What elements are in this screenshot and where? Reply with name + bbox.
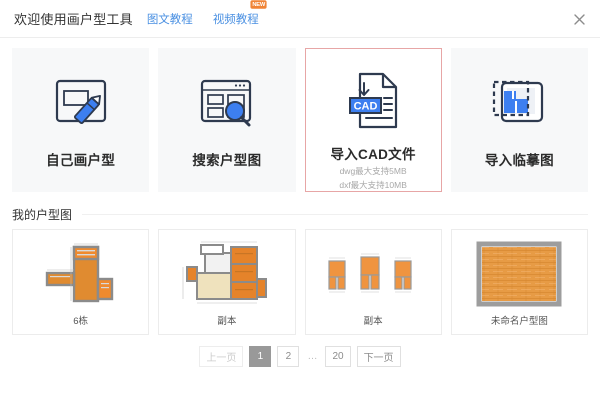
link-video-tutorial-label: 视频教程 (212, 13, 259, 26)
thumbnail-item-1[interactable]: 6栋 (12, 229, 150, 335)
card-import-cad-sub1: dwg最大支持5MB (339, 166, 407, 176)
card-import-cad[interactable]: CAD 导入CAD文件 dwg最大支持5MB dxf最大支持10MB (304, 48, 442, 192)
thumbnail-item-2-label: 副本 (217, 316, 237, 327)
page-title: 欢迎使用画户型工具 (14, 12, 133, 27)
pagination: 上一页 1 2 … 20 下一页 (0, 346, 600, 367)
floorplan-rooms-preview (168, 237, 286, 311)
link-graphic-tutorial[interactable]: 图文教程 (147, 11, 193, 27)
svg-text:CAD: CAD (354, 101, 378, 113)
thumbnail-item-3-label: 副本 (363, 316, 383, 327)
pagination-page-1[interactable]: 1 (249, 346, 272, 367)
dialog-header: 欢迎使用画户型工具 图文教程 视频教程 NEW (0, 0, 600, 38)
my-floorplans-section-header: 我的户型图 (0, 205, 600, 223)
thumbnail-item-1-label: 6栋 (73, 316, 89, 327)
pagination-prev-button[interactable]: 上一页 (199, 346, 244, 367)
section-divider (82, 213, 588, 215)
thumbnail-item-4[interactable]: 未命名户型图 (450, 229, 588, 335)
option-cards: 自己画户型 搜索户型图 (0, 38, 600, 192)
floorplan-thumbnail-list: 6栋 (0, 223, 600, 335)
card-draw-floorplan[interactable]: 自己画户型 (12, 48, 150, 192)
close-button[interactable] (571, 11, 587, 27)
header-links: 图文教程 视频教程 NEW (147, 0, 268, 27)
pagination-page-2[interactable]: 2 (277, 346, 300, 367)
floorplan-three-units-preview (314, 237, 432, 311)
card-draw-floorplan-label: 自己画户型 (46, 153, 116, 168)
link-video-tutorial[interactable]: 视频教程 NEW (212, 0, 268, 27)
pagination-next-button[interactable]: 下一页 (356, 346, 401, 367)
thumbnail-item-3[interactable]: 副本 (304, 229, 442, 335)
thumbnail-item-2[interactable]: 副本 (158, 229, 296, 335)
card-import-tracing-label: 导入临摹图 (484, 153, 554, 168)
new-badge: NEW (250, 0, 268, 9)
card-search-floorplan[interactable]: 搜索户型图 (158, 48, 296, 192)
card-import-cad-sub2: dxf最大支持10MB (339, 180, 407, 190)
card-search-floorplan-label: 搜索户型图 (192, 153, 262, 168)
import-tracing-image-icon (482, 65, 556, 143)
section-title: 我的户型图 (12, 207, 73, 222)
draw-floorplan-icon (44, 65, 118, 143)
search-floorplan-icon (190, 65, 264, 143)
wood-texture-square-preview (460, 237, 578, 311)
close-icon (573, 13, 585, 25)
floorplan-t-shape-preview (22, 237, 140, 311)
pagination-ellipsis: … (307, 351, 318, 362)
card-import-cad-label: 导入CAD文件 (330, 147, 416, 162)
pagination-page-last[interactable]: 20 (325, 346, 351, 367)
cad-file-icon: CAD (336, 65, 410, 137)
link-graphic-tutorial-label: 图文教程 (146, 13, 193, 26)
thumbnail-item-4-label: 未命名户型图 (490, 316, 548, 327)
card-import-tracing[interactable]: 导入临摹图 (450, 48, 588, 192)
